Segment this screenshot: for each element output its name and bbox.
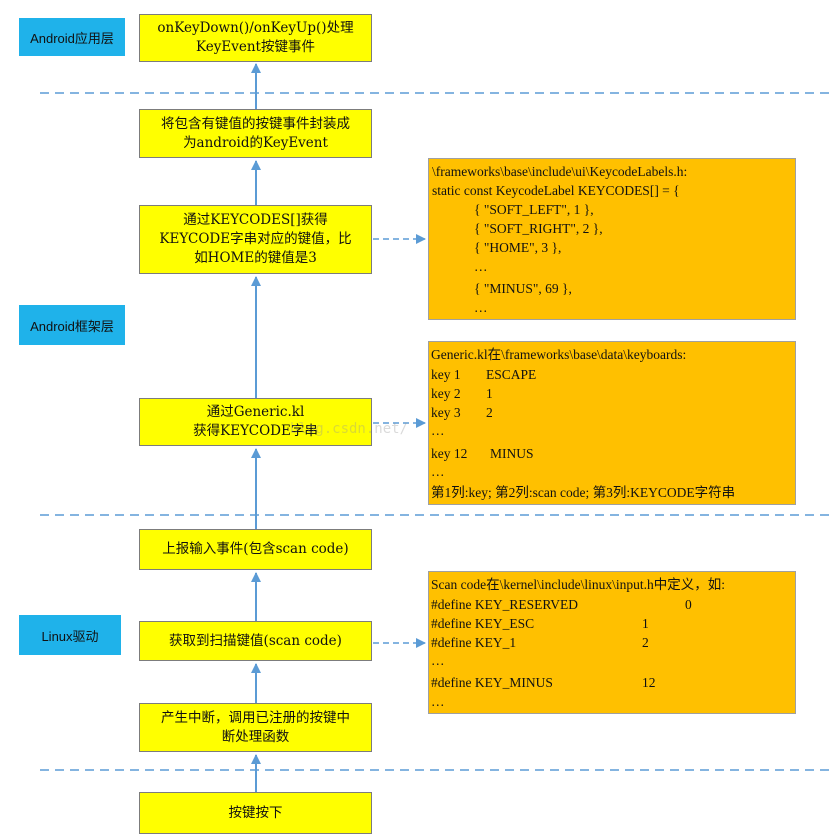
step-get-keycode-value-line1: 通过KEYCODES[]获得 xyxy=(183,212,328,228)
step-wrap-event-line2: 为android的KeyEvent xyxy=(183,134,328,151)
generic-kl-row-1-key: key 2 xyxy=(431,386,461,401)
generic-kl-row-5-key: … xyxy=(431,464,445,479)
step-wrap-event: 将包含有键值的按键事件封装成 为android的KeyEvent xyxy=(139,109,372,158)
step-interrupt: 产生中断，调用已注册的按键中 断处理函数 xyxy=(139,703,372,752)
step-get-scan-code: 获取到扫描键值(scan code) xyxy=(139,621,372,661)
generic-kl-footer: 第1列:key; 第2列:scan code; 第3列:KEYCODE字符串 xyxy=(431,485,736,500)
scan-code-row-4-name: #define KEY_MINUS xyxy=(431,675,553,690)
note-generic-kl: Generic.kl在\frameworks\base\data\keyboar… xyxy=(428,341,796,505)
scan-code-row-5-name: … xyxy=(431,694,445,709)
scan-code-row-2-value: 2 xyxy=(642,635,649,650)
step-get-keycode-string: 通过Generic.kl 获得KEYCODE字串 xyxy=(139,398,372,446)
step-get-keycode-value: 通过KEYCODES[]获得 KEYCODE字串对应的键值，比 如HOME的键值… xyxy=(139,205,372,274)
scan-code-header: Scan code在\kernel\include\linux\input.h中… xyxy=(431,577,725,592)
scan-code-row-3-name: … xyxy=(431,653,445,668)
step-get-keycode-value-line2: KEYCODE字串对应的键值，比 xyxy=(159,231,352,247)
keycodes-line-4: { "HOME", 3 }, xyxy=(474,240,562,255)
note-scan-code: Scan code在\kernel\include\linux\input.h中… xyxy=(428,571,796,714)
scan-code-row-0-name: #define KEY_RESERVED xyxy=(431,597,579,612)
layer-android-framework: Android框架层 xyxy=(19,305,125,345)
step-interrupt-line2: 断处理函数 xyxy=(221,728,290,745)
generic-kl-row-2-value: 2 xyxy=(486,405,493,420)
step-key-press: 按键按下 xyxy=(139,792,372,834)
watermark: blog.csdn.net/ xyxy=(290,421,409,437)
step-get-keycode-string-line1: 通过Generic.kl xyxy=(206,404,305,420)
scan-code-row-2-name: #define KEY_1 xyxy=(431,635,517,650)
step-wrap-event-line1: 将包含有键值的按键事件封装成 xyxy=(161,115,350,132)
generic-kl-row-2-key: key 3 xyxy=(431,405,461,420)
keycodes-line-6: { "MINUS", 69 }, xyxy=(474,281,572,296)
layer-android-app: Android应用层 xyxy=(19,18,125,56)
keycodes-line-0: \frameworks\base\include\ui\KeycodeLabel… xyxy=(432,164,688,179)
step-key-handle-line2: KeyEvent按键事件 xyxy=(196,39,315,55)
keycodes-line-7: … xyxy=(474,300,488,315)
generic-kl-row-4-value: MINUS xyxy=(490,446,534,461)
generic-kl-row-0-value: ESCAPE xyxy=(486,367,537,382)
step-key-handle-line1: onKeyDown()/onKeyUp()处理 xyxy=(157,20,354,36)
generic-kl-header: Generic.kl在\frameworks\base\data\keyboar… xyxy=(431,347,687,362)
step-report-event: 上报输入事件(包含scan code) xyxy=(139,529,372,570)
step-key-press-line1: 按键按下 xyxy=(228,804,283,821)
keycodes-line-3: { "SOFT_RIGHT", 2 }, xyxy=(474,221,603,236)
step-get-keycode-value-line3: 如HOME的键值是3 xyxy=(194,250,317,266)
generic-kl-row-0-key: key 1 xyxy=(431,367,461,382)
keycodes-line-1: static const KeycodeLabel KEYCODES[] = { xyxy=(432,183,680,198)
scan-code-row-1-name: #define KEY_ESC xyxy=(431,616,535,631)
layer-linux-driver: Linux驱动 xyxy=(19,615,121,655)
step-get-keycode-string-line2: 获得KEYCODE字串 xyxy=(193,423,318,439)
step-interrupt-line1: 产生中断，调用已注册的按键中 xyxy=(161,709,350,726)
keycodes-line-2: { "SOFT_LEFT", 1 }, xyxy=(474,202,594,217)
keycodes-line-5: … xyxy=(474,259,488,274)
note-keycodes: \frameworks\base\include\ui\KeycodeLabel… xyxy=(428,158,796,320)
step-get-scan-code-line1: 获取到扫描键值(scan code) xyxy=(169,632,342,649)
generic-kl-row-3-key: … xyxy=(431,423,445,438)
step-report-event-line1: 上报输入事件(包含scan code) xyxy=(162,541,349,557)
scan-code-row-4-value: 12 xyxy=(642,675,656,690)
scan-code-row-0-value: 0 xyxy=(685,597,692,612)
scan-code-row-1-value: 1 xyxy=(642,616,649,631)
generic-kl-row-1-value: 1 xyxy=(486,386,493,401)
generic-kl-row-4-key: key 12 xyxy=(431,446,468,461)
step-key-handle: onKeyDown()/onKeyUp()处理 KeyEvent按键事件 xyxy=(139,14,372,62)
